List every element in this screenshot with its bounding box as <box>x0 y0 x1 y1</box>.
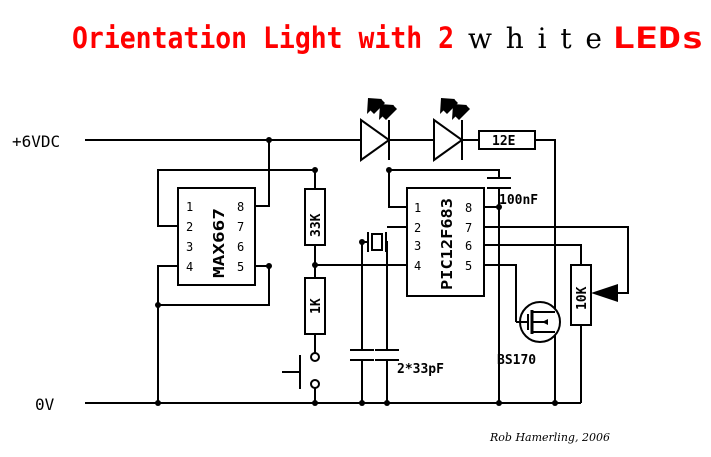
push-button-switch <box>282 352 320 389</box>
max667-pin-7: 7 <box>237 220 244 234</box>
led-2 <box>433 98 470 162</box>
pic-pin-2: 2 <box>414 221 421 235</box>
pic12f683-chip: 1 2 3 4 8 7 6 5 PIC12F683 <box>406 187 485 297</box>
mosfet-label: BS170 <box>497 353 536 368</box>
led-1-diode-icon <box>360 118 391 162</box>
switch-contact-top <box>310 352 320 362</box>
pic-pin6-pot-wire <box>484 244 582 265</box>
max667-pin-8: 8 <box>237 200 244 214</box>
title-leds-text: LEDs <box>612 21 704 55</box>
potentiometer-body <box>570 264 592 326</box>
max667-body <box>177 187 256 286</box>
led-2-diode-icon <box>433 118 464 162</box>
capacitor-33pf-right-plates <box>375 349 399 361</box>
resistor-1k-body <box>304 277 326 335</box>
switch-contact-bottom <box>310 379 320 389</box>
pic-pin-3: 3 <box>414 239 421 253</box>
capacitors-33pf: 2*33pF <box>350 349 444 377</box>
max667-pin4-gnd-wire <box>157 265 178 403</box>
crystal-right-wire <box>386 241 388 350</box>
max667-pin-3: 3 <box>186 240 193 254</box>
author-credit: Rob Hamerling, 2006 <box>489 431 610 444</box>
pot-top-wire <box>484 226 629 294</box>
capacitors-33pf-label: 2*33pF <box>397 362 444 377</box>
resistor-12e-label: 12E <box>492 134 515 149</box>
max667-label: MAX667 <box>210 208 228 278</box>
pic-pin1-wire <box>388 170 407 208</box>
resistor-1k: 1K <box>304 277 326 335</box>
mosfet-arrow-icon <box>542 319 548 325</box>
pic-pin-8: 8 <box>465 201 472 215</box>
title: Orientation Light with 2 white LEDs <box>72 21 704 55</box>
pic-pin-4: 4 <box>414 259 421 273</box>
pic-body <box>406 187 485 297</box>
max667-pin8-wire <box>255 140 270 207</box>
led-1 <box>360 98 397 162</box>
title-white-text: white <box>468 22 602 55</box>
capacitor-33pf-left-plates <box>350 349 374 361</box>
wires <box>85 139 629 404</box>
pic-pin-6: 6 <box>465 239 472 253</box>
pic-pin-7: 7 <box>465 221 472 235</box>
max667-pin-4: 4 <box>186 260 193 274</box>
crystal-oscillator <box>367 232 387 252</box>
vcc-label: +6VDC <box>12 132 60 151</box>
junctions <box>155 137 558 406</box>
max667-chip: 1 2 3 4 8 7 6 5 MAX667 <box>177 187 256 286</box>
potentiometer-wiper-arrow-icon <box>591 284 618 302</box>
pic-label: PIC12F683 <box>438 198 456 290</box>
led-1-light-arrows-icon <box>367 98 397 120</box>
capacitor-100nf-label: 100nF <box>499 193 538 208</box>
resistor-1k-label: 1K <box>309 298 324 314</box>
resistor-33k-label: 33K <box>309 213 324 237</box>
title-main-text: Orientation Light with 2 <box>72 21 454 55</box>
max667-pin2-output-wire <box>157 169 315 227</box>
max667-pin-2: 2 <box>186 220 193 234</box>
mosfet-bs170: BS170 <box>497 301 561 368</box>
led-2-light-arrows-icon <box>440 98 470 120</box>
switch-actuator <box>282 355 301 389</box>
potentiometer-10k: 10K <box>570 264 618 326</box>
fet-gate-wire <box>484 264 517 322</box>
mosfet-gate-lead <box>516 314 529 330</box>
resistor-12e: 12E <box>478 130 536 150</box>
gnd-label: 0V <box>35 395 55 414</box>
max667-pin-1: 1 <box>186 200 193 214</box>
crystal-electrodes <box>367 232 387 252</box>
crystal-body <box>371 233 383 251</box>
max667-pin5-gnd-wire <box>158 265 270 306</box>
resistor-33k-body <box>304 188 326 246</box>
decoupling-top-wire <box>389 169 500 178</box>
capacitor-100nf: 100nF <box>487 177 538 208</box>
resistor-33k: 33K <box>304 188 326 246</box>
resistor-to-drain-wire <box>535 139 556 403</box>
pic-pin-5: 5 <box>465 259 472 273</box>
potentiometer-label: 10K <box>575 286 590 310</box>
crystal-left-wire <box>361 241 368 350</box>
capacitor-100nf-plates <box>487 177 511 189</box>
resistor-12e-body <box>478 130 536 150</box>
max667-pin-6: 6 <box>237 240 244 254</box>
max667-pin-5: 5 <box>237 260 244 274</box>
pic-pin-1: 1 <box>414 201 421 215</box>
